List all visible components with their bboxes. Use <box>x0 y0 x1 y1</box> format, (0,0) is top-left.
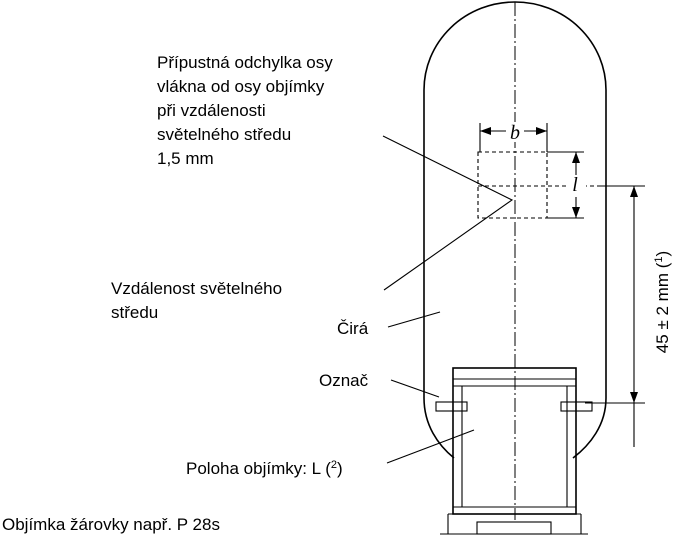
filament-outline <box>477 151 548 219</box>
clear-label: Čirá <box>337 319 369 338</box>
mark-leader <box>390 379 440 398</box>
dimension-b-arrow-left <box>480 127 491 135</box>
dimension-l-label: l <box>572 174 578 196</box>
tolerance-label-line-1: Přípustná odchylka osy <box>157 53 333 72</box>
tolerance-label-line-3: při vzdálenosti <box>157 101 266 120</box>
bulb-outline <box>423 1 607 459</box>
light-centre-label-line-2: středu <box>111 303 158 322</box>
height-arrow-bottom <box>630 392 638 403</box>
tolerance-label-line-4: světelného středu <box>157 125 291 144</box>
reference-lug-right <box>560 401 593 412</box>
cap-position-label: Poloha objímky: L (2) <box>186 459 343 478</box>
cap-position-leader <box>386 429 475 464</box>
light-centre-label-line-1: Vzdálenost světelného <box>111 279 282 298</box>
dimension-l-arrow-bottom <box>572 207 580 218</box>
mark-label: Označ <box>319 371 369 390</box>
dimension-b-label: b <box>510 122 520 144</box>
dimension-l-arrow-top <box>572 152 580 163</box>
height-dimension-label: 45 ± 2 mm (1) <box>653 251 672 353</box>
cap-type-label: Objímka žárovky např. P 28s <box>2 515 220 534</box>
dimension-b-arrow-right <box>536 127 547 135</box>
tolerance-label-line-2: vlákna od osy objímky <box>157 77 325 96</box>
clear-leader <box>387 311 441 328</box>
tolerance-leader <box>382 135 514 291</box>
cap-contact <box>476 521 552 535</box>
tolerance-label-line-5: 1,5 mm <box>157 149 214 168</box>
height-arrow-top <box>630 186 638 197</box>
reference-lug-left <box>435 401 468 412</box>
